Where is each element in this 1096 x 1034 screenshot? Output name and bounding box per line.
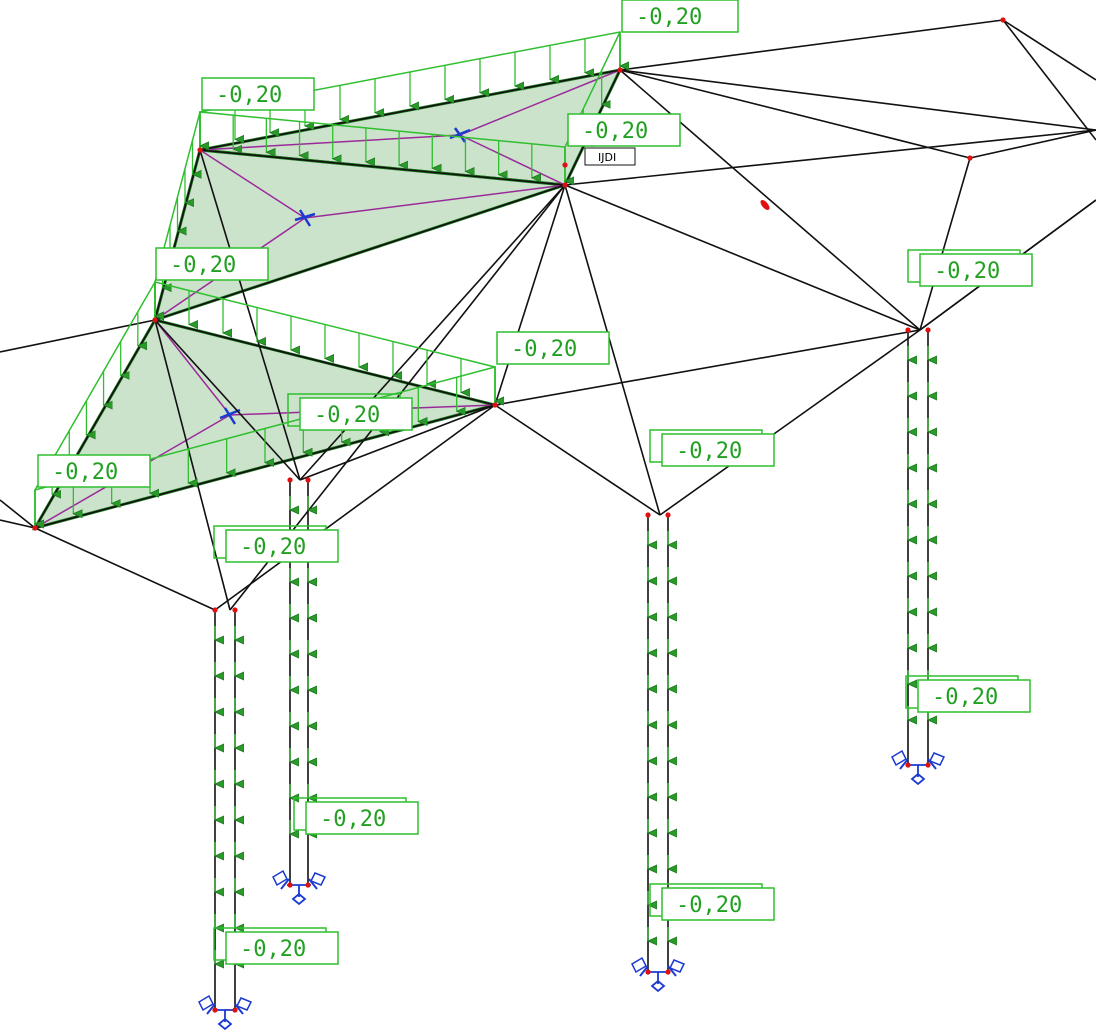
support-icon[interactable] <box>272 869 327 906</box>
node-point[interactable] <box>212 607 218 613</box>
load-value-label[interactable]: -0,20 <box>907 249 1033 287</box>
member-line[interactable] <box>214 404 496 611</box>
member-line[interactable] <box>619 69 1096 131</box>
node-point[interactable] <box>905 762 911 768</box>
node-point[interactable] <box>925 762 931 768</box>
load-value-text: -0,20 <box>934 259 1000 284</box>
node-point[interactable] <box>665 969 671 975</box>
node-point[interactable] <box>967 155 973 161</box>
member-line[interactable] <box>0 499 36 529</box>
line-loads <box>35 31 620 528</box>
node-point[interactable] <box>617 67 623 73</box>
load-value-text: -0,20 <box>676 893 742 918</box>
load-value-text: -0,20 <box>636 5 702 30</box>
member-line[interactable] <box>564 184 661 516</box>
panel-axis-marker <box>294 209 316 227</box>
node-point[interactable] <box>212 1007 218 1013</box>
node-point[interactable] <box>32 525 38 531</box>
load-value-label[interactable]: -0,20 <box>649 429 775 467</box>
node-point[interactable] <box>197 147 203 153</box>
member-line[interactable] <box>494 329 921 406</box>
load-value-label[interactable]: -0,20 <box>213 525 339 563</box>
member-line[interactable] <box>34 527 216 611</box>
node-tag[interactable]: IJDI <box>584 147 636 166</box>
member-line[interactable] <box>154 184 566 321</box>
load-value-label[interactable]: -0,20 <box>37 454 151 488</box>
node-tag-text: IJDI <box>598 151 616 164</box>
load-value-label[interactable]: -0,20 <box>155 247 269 281</box>
load-value-text: -0,20 <box>52 460 118 485</box>
supports <box>198 749 946 1031</box>
member-line[interactable] <box>0 319 156 353</box>
node-point[interactable] <box>1000 17 1006 23</box>
member-line[interactable] <box>564 129 1096 186</box>
member-line[interactable] <box>969 129 1096 159</box>
member-line[interactable] <box>1002 19 1096 81</box>
node-point[interactable] <box>305 477 311 483</box>
load-value-label[interactable]: -0,20 <box>496 331 610 365</box>
member-line[interactable] <box>619 69 971 159</box>
member-line[interactable] <box>299 184 566 481</box>
member-line[interactable] <box>659 329 921 516</box>
node-point[interactable] <box>152 317 158 323</box>
node-point[interactable] <box>232 1007 238 1013</box>
member-line[interactable] <box>199 149 301 481</box>
member-line[interactable] <box>299 404 496 481</box>
hinge-marker[interactable] <box>759 198 771 211</box>
support-icon[interactable] <box>631 956 686 993</box>
node-point[interactable] <box>905 327 911 333</box>
load-value-label[interactable]: -0,20 <box>621 0 739 33</box>
node-point[interactable] <box>645 512 651 518</box>
nodes <box>32 17 1006 1013</box>
load-value-text: -0,20 <box>582 119 648 144</box>
load-value-label[interactable]: -0,20 <box>201 77 315 111</box>
load-value-label[interactable]: -0,20 <box>567 113 681 147</box>
node-point[interactable] <box>562 182 568 188</box>
node-point[interactable] <box>287 882 293 888</box>
member-line[interactable] <box>564 184 921 331</box>
load-value-text: -0,20 <box>240 937 306 962</box>
load-value-text: -0,20 <box>932 685 998 710</box>
node-point[interactable] <box>287 477 293 483</box>
load-value-labels: -0,20 -0,20 -0,20 -0,20 -0,20 -0,20 -0,20 -0,20… <box>37 0 1033 965</box>
load-value-text: -0,20 <box>216 83 282 108</box>
load-value-label[interactable]: -0,20 <box>649 883 775 921</box>
node-point[interactable] <box>305 882 311 888</box>
member-line[interactable] <box>154 319 231 611</box>
node-point[interactable] <box>925 327 931 333</box>
member-line[interactable] <box>0 519 36 529</box>
load-value-label[interactable]: -0,20 <box>213 927 339 965</box>
load-value-text: -0,20 <box>170 253 236 278</box>
load-value-label[interactable]: -0,20 <box>287 393 413 431</box>
node-point[interactable] <box>562 162 568 168</box>
node-point[interactable] <box>645 969 651 975</box>
member-line[interactable] <box>1002 19 1096 141</box>
load-value-label[interactable]: -0,20 <box>293 797 419 835</box>
member-line[interactable] <box>154 319 301 481</box>
load-value-text: -0,20 <box>511 337 577 362</box>
support-icon[interactable] <box>198 994 253 1031</box>
node-point[interactable] <box>665 512 671 518</box>
support-icon[interactable] <box>891 749 946 786</box>
load-value-text: -0,20 <box>240 535 306 560</box>
member-line[interactable] <box>919 157 971 331</box>
load-value-label[interactable]: -0,20 <box>905 675 1031 713</box>
member-line[interactable] <box>494 184 566 406</box>
load-value-text: -0,20 <box>676 439 742 464</box>
member-line[interactable] <box>619 19 1004 71</box>
load-value-text: -0,20 <box>320 807 386 832</box>
member-line[interactable] <box>494 404 661 516</box>
load-value-text: -0,20 <box>314 403 380 428</box>
panel-axis-marker <box>219 407 241 425</box>
node-point[interactable] <box>232 607 238 613</box>
member-line[interactable] <box>619 69 921 331</box>
node-point[interactable] <box>492 402 498 408</box>
